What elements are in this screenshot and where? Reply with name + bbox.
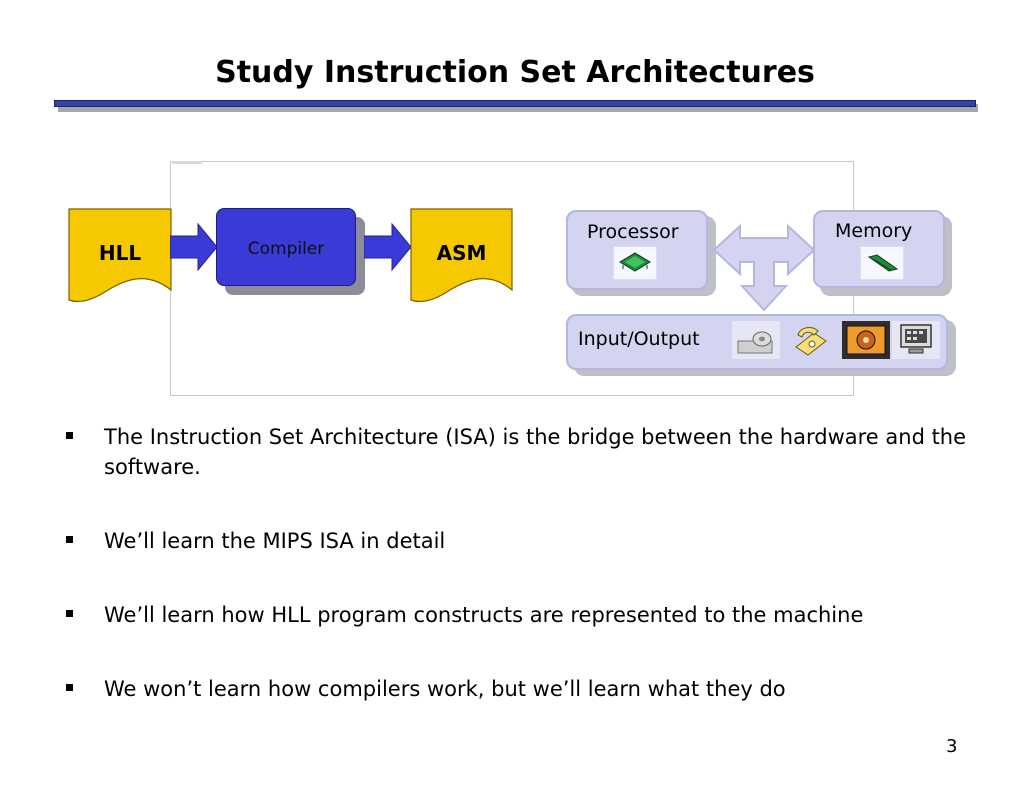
page-number: 3: [946, 736, 958, 757]
telephone-icon: [786, 321, 834, 359]
bullet-marker: [66, 684, 73, 691]
monitor-icon: [892, 321, 940, 359]
system-connector-arrow: [712, 223, 816, 312]
hll-document: HLL: [68, 208, 172, 308]
asm-label: ASM: [436, 241, 487, 265]
bullet-marker: [66, 610, 73, 617]
title-rule-shadow: [58, 104, 978, 112]
compiler-label: Compiler: [247, 239, 325, 259]
arrow-compiler-to-asm: [364, 222, 412, 272]
arrow-hll-to-compiler: [170, 222, 218, 272]
hll-label: HLL: [98, 241, 142, 265]
processor-chip-icon: [613, 246, 657, 280]
speaker-icon: [842, 321, 890, 359]
bullet-marker: [66, 432, 73, 439]
disk-drive-icon: [732, 321, 780, 359]
io-label: Input/Output: [578, 328, 700, 350]
slide-title: Study Instruction Set Architectures: [215, 55, 815, 90]
bullet-text: We won’t learn how compilers work, but w…: [104, 677, 786, 701]
compiler-box: Compiler: [216, 208, 356, 286]
asm-document-shape: [410, 208, 513, 303]
ram-stick-icon: [867, 254, 899, 272]
title-rule: [54, 100, 976, 107]
bullet-text: We’ll learn the MIPS ISA in detail: [104, 529, 446, 553]
hll-document-shape: [68, 208, 172, 303]
bullet-marker: [66, 536, 73, 543]
processor-label: Processor: [587, 221, 679, 243]
bullet-text: The Instruction Set Architecture (ISA) i…: [104, 425, 967, 479]
memory-label: Memory: [835, 220, 913, 242]
memory-chip-icon: [860, 246, 904, 280]
cpu-chip-icon: [619, 252, 651, 272]
bullet-text: We’ll learn how HLL program constructs a…: [104, 603, 864, 627]
asm-document: ASM: [410, 208, 513, 308]
frame-tag: [172, 161, 202, 164]
